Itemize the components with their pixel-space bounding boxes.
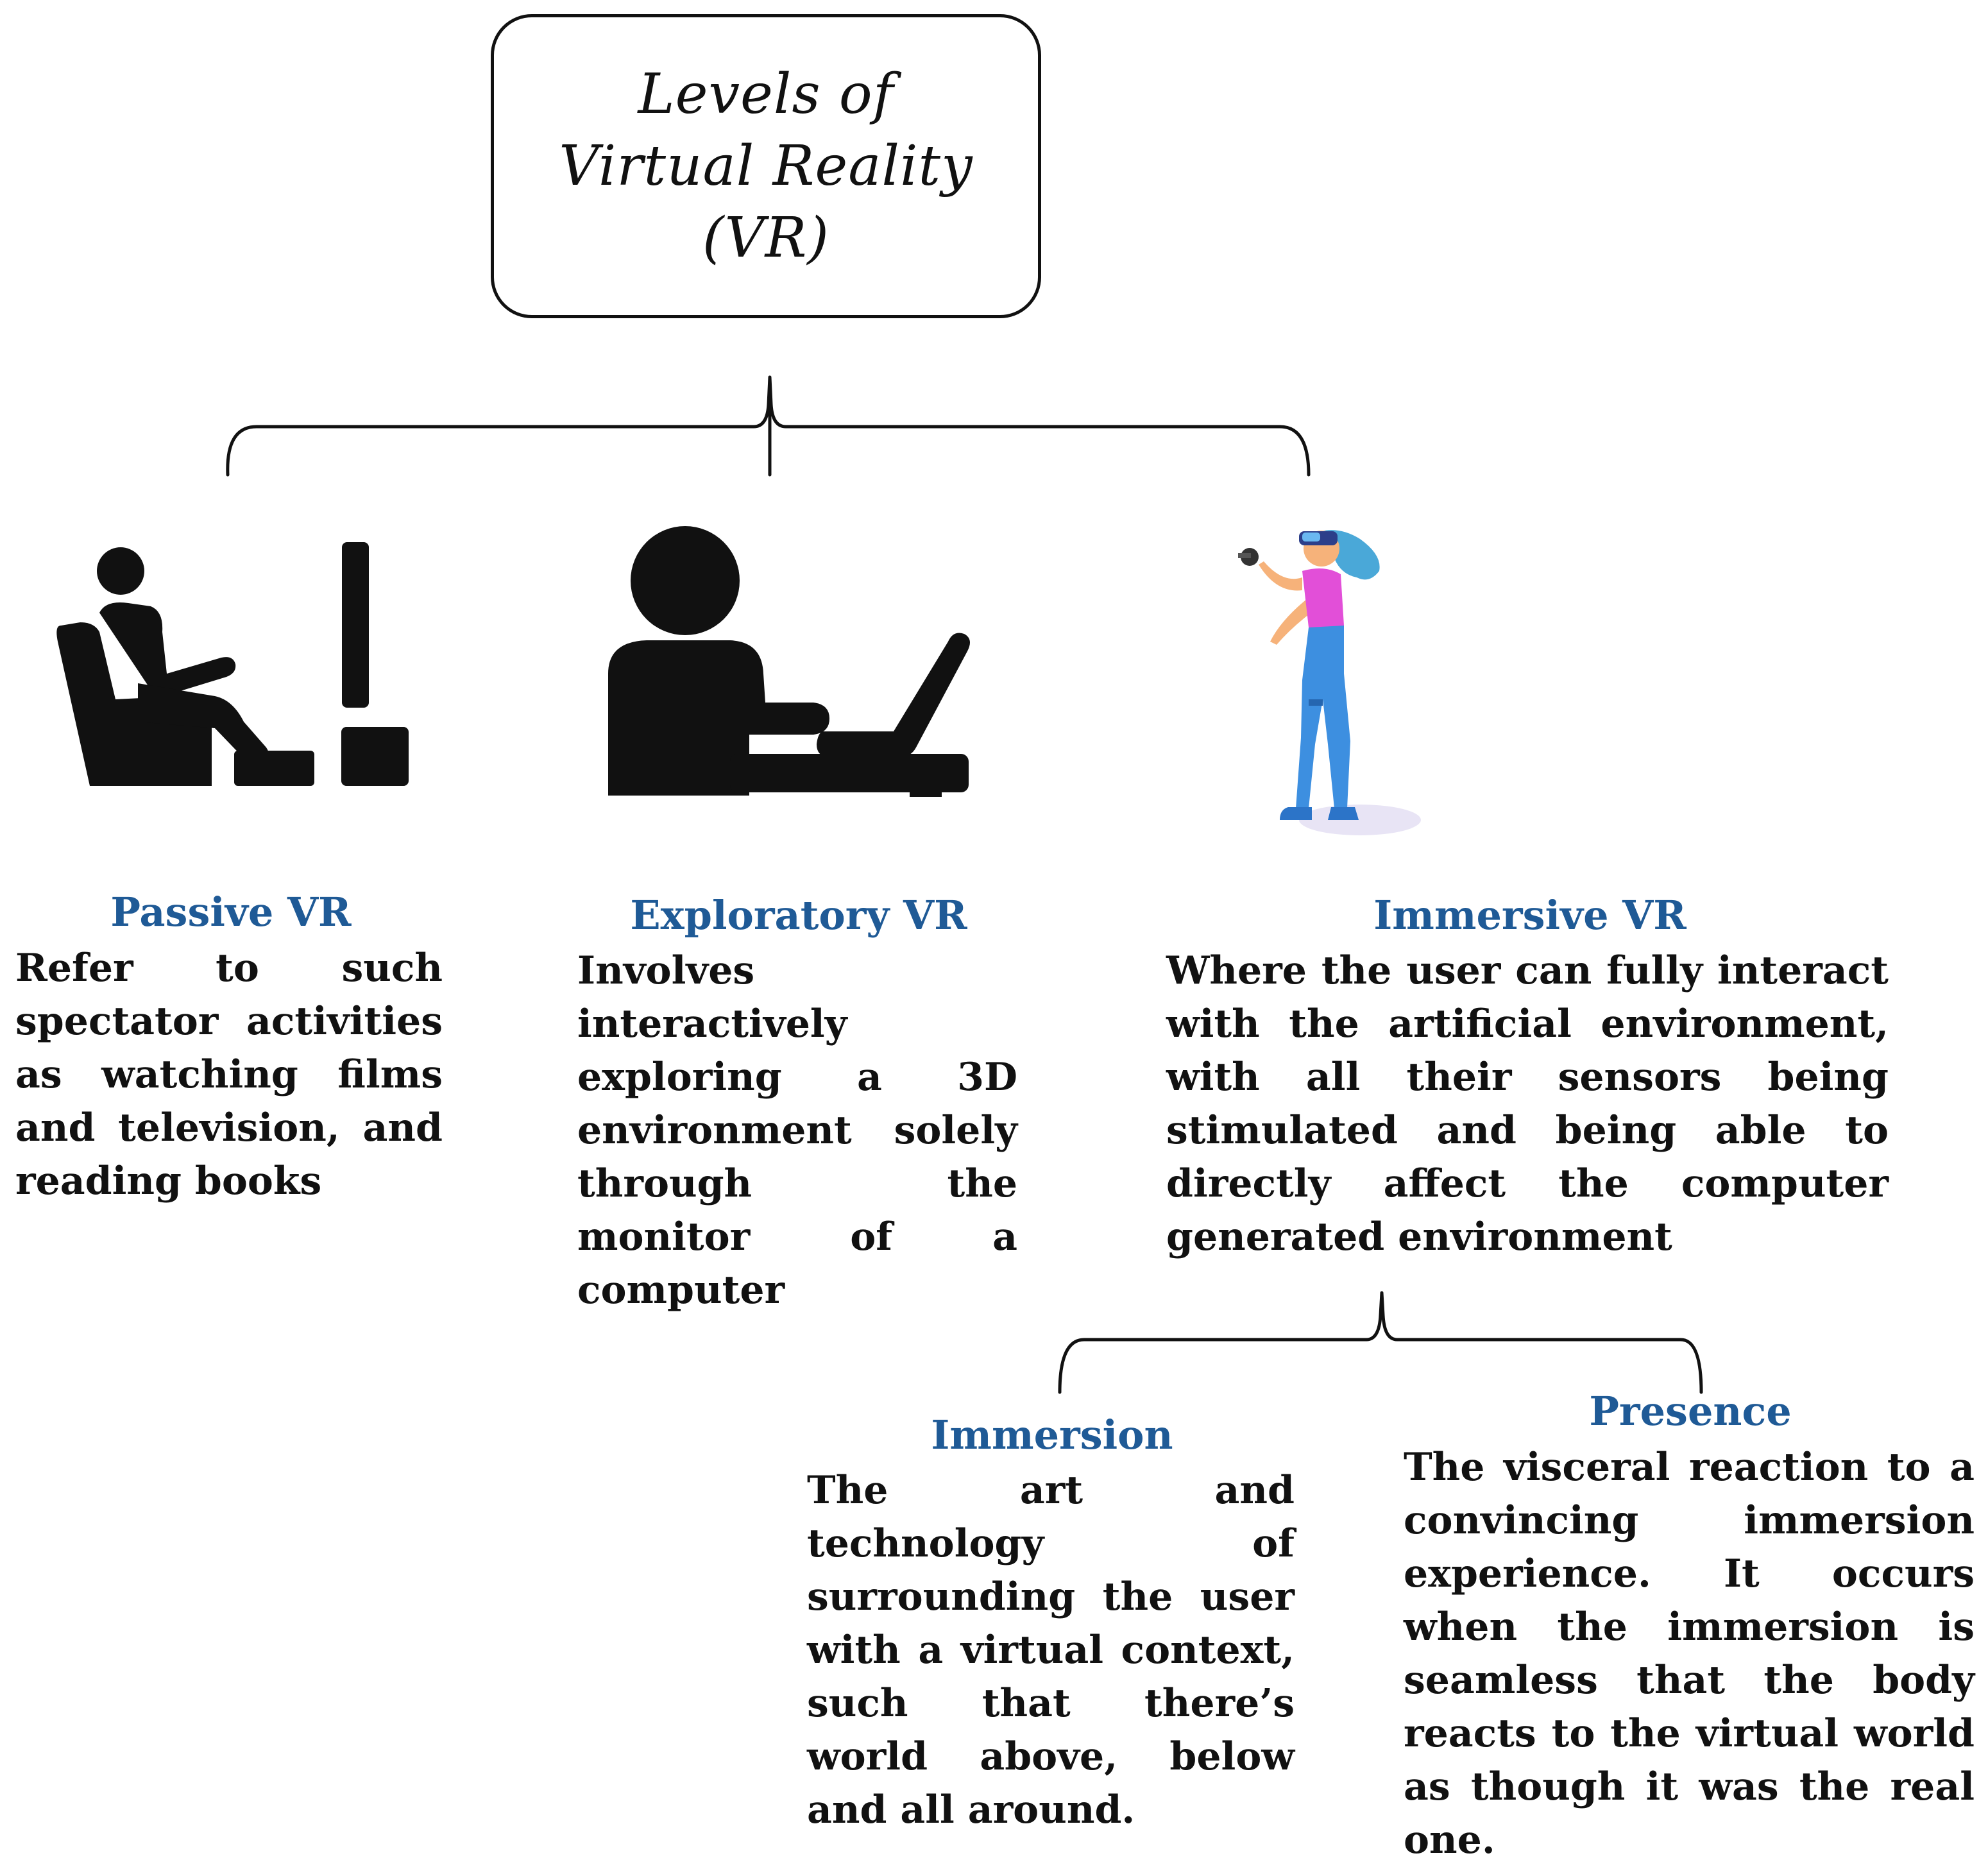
immersion-description: The art and technology of surrounding th… [807, 1468, 1295, 1832]
immersive-vr-heading: Immersive VR [1373, 892, 1686, 939]
immersive-vr-description: Where the user can fully interact with t… [1166, 948, 1889, 1259]
presence-description: The visceral reaction to a convincing im… [1404, 1445, 1975, 1863]
person-watching-tv-icon [56, 542, 409, 786]
vr-headset-user-icon [1238, 530, 1421, 835]
passive-vr-description: Refer to such spectator activities as wa… [15, 946, 443, 1204]
exploratory-vr-heading: Exploratory VR [630, 892, 967, 939]
presence-heading: Presence [1589, 1388, 1792, 1435]
passive-vr-heading: Passive VR [110, 889, 352, 935]
immersion-heading: Immersion [931, 1411, 1173, 1458]
title-box: Levels of Virtual Reality (VR) [491, 14, 1041, 318]
person-at-laptop-icon [608, 526, 970, 797]
connector-lines [226, 375, 1703, 1394]
bottom-bracket [1058, 1291, 1703, 1394]
top-bracket [226, 375, 1311, 477]
exploratory-vr-description: Involves interactively exploring a 3D en… [577, 948, 1017, 1313]
diagram-title: Levels of Virtual Reality (VR) [559, 62, 973, 270]
